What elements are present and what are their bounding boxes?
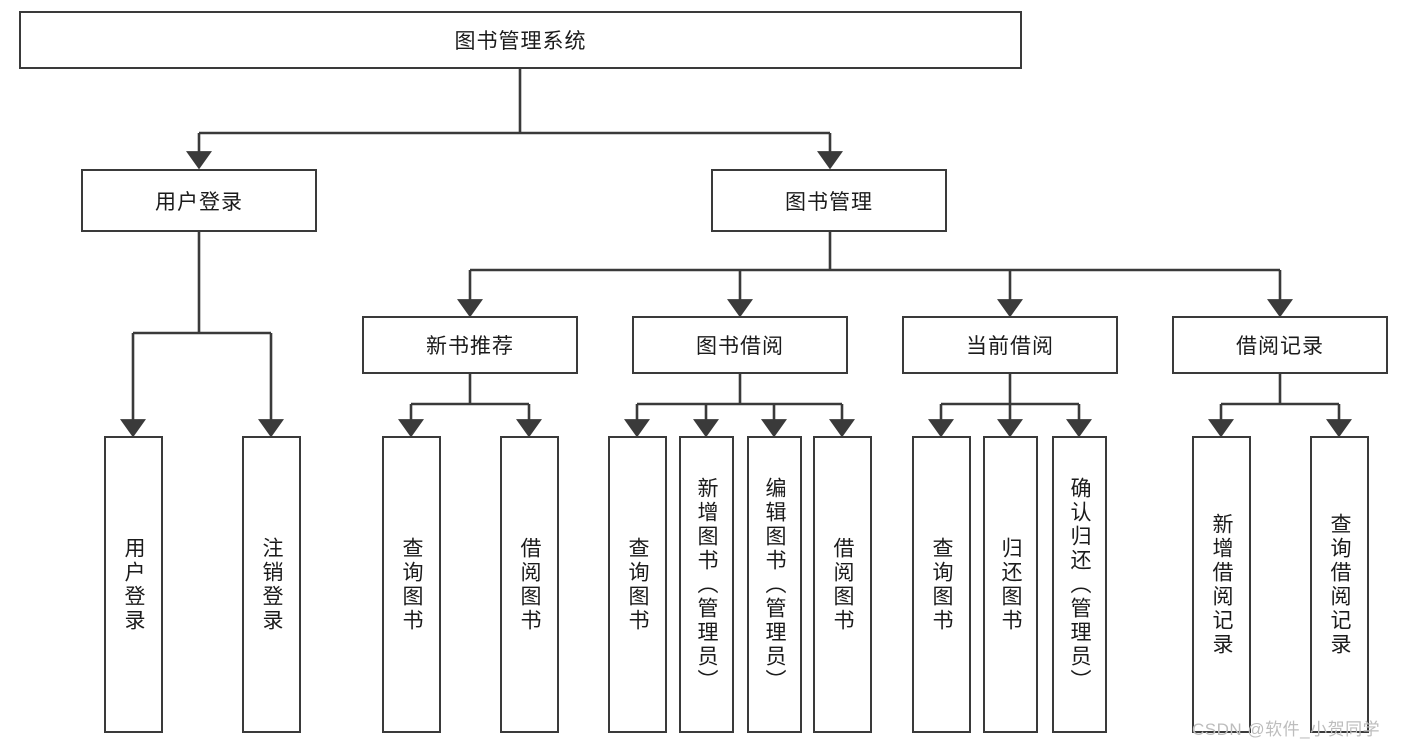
node-label: 用户登录 — [155, 190, 243, 214]
node-new-book-recommend[interactable]: 新书推荐 — [362, 316, 578, 374]
leaf-borrow-record-add-record[interactable]: 新增借阅记录 — [1192, 436, 1251, 733]
node-label: 查询图书 — [930, 536, 953, 633]
node-label: 图书管理 — [785, 190, 873, 214]
node-label: 新增借阅记录 — [1210, 512, 1233, 657]
leaf-new-book-borrow-books[interactable]: 借阅图书 — [500, 436, 559, 733]
node-user-login[interactable]: 用户登录 — [81, 169, 317, 232]
node-label: 借阅记录 — [1236, 335, 1324, 358]
node-label: 查询图书 — [400, 536, 423, 633]
leaf-book-borrow-query-books[interactable]: 查询图书 — [608, 436, 667, 733]
node-label: 查询图书 — [626, 536, 649, 633]
node-label: 借阅图书 — [831, 536, 854, 633]
leaf-current-borrow-query-books[interactable]: 查询图书 — [912, 436, 971, 733]
node-label: 当前借阅 — [966, 335, 1054, 358]
leaf-book-borrow-add-book-admin[interactable]: 新增图书（管理员） — [679, 436, 734, 733]
leaf-current-borrow-return-books[interactable]: 归还图书 — [983, 436, 1038, 733]
leaf-book-borrow-borrow-books[interactable]: 借阅图书 — [813, 436, 872, 733]
node-borrow-record[interactable]: 借阅记录 — [1172, 316, 1388, 374]
node-label: 确认归还（管理员） — [1068, 476, 1091, 693]
node-label: 借阅图书 — [518, 536, 541, 633]
node-label: 归还图书 — [999, 536, 1022, 633]
leaf-new-book-query-books[interactable]: 查询图书 — [382, 436, 441, 733]
node-current-borrow[interactable]: 当前借阅 — [902, 316, 1118, 374]
node-label: 图书管理系统 — [454, 30, 587, 53]
node-root-book-management-system[interactable]: 图书管理系统 — [19, 11, 1022, 69]
node-label: 编辑图书（管理员） — [763, 476, 786, 693]
leaf-borrow-record-query-record[interactable]: 查询借阅记录 — [1310, 436, 1369, 733]
node-label: 用户登录 — [122, 536, 145, 633]
node-label: 查询借阅记录 — [1328, 512, 1351, 657]
node-label: 新增图书（管理员） — [695, 476, 718, 693]
node-book-borrow[interactable]: 图书借阅 — [632, 316, 848, 374]
leaf-user-login-login[interactable]: 用户登录 — [104, 436, 163, 733]
node-label: 图书借阅 — [696, 335, 784, 358]
leaf-book-borrow-edit-book-admin[interactable]: 编辑图书（管理员） — [747, 436, 802, 733]
node-label: 新书推荐 — [426, 335, 514, 358]
node-book-management[interactable]: 图书管理 — [711, 169, 947, 232]
leaf-user-login-logout[interactable]: 注销登录 — [242, 436, 301, 733]
leaf-current-borrow-confirm-return-admin[interactable]: 确认归还（管理员） — [1052, 436, 1107, 733]
watermark-text: CSDN @软件_小贺同学 — [1192, 720, 1381, 739]
node-label: 注销登录 — [260, 536, 283, 633]
